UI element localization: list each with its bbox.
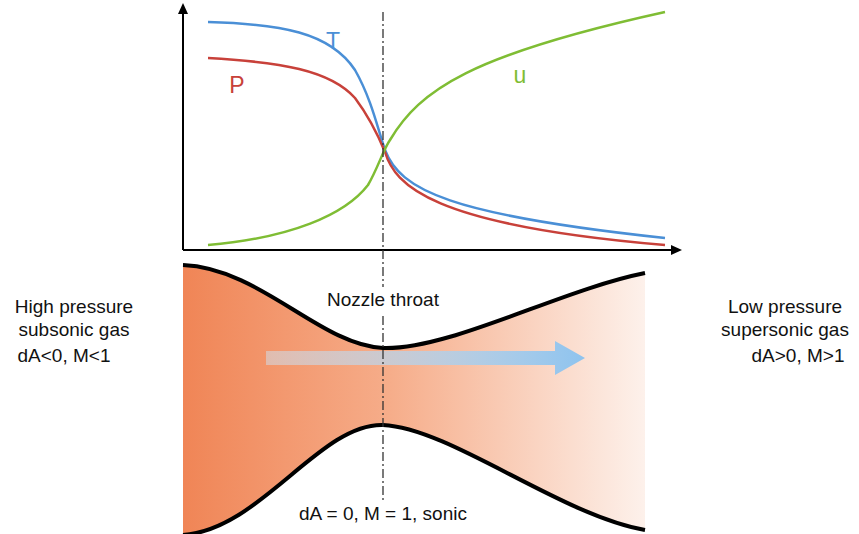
inlet-label: High pressure subsonic gas <box>4 296 144 342</box>
throat-line <box>382 316 383 500</box>
throat-label: Nozzle throat <box>327 289 439 312</box>
outlet-label: Low pressure supersonic gas <box>715 296 855 342</box>
nozzle-wall <box>183 425 645 534</box>
outlet-condition: dA>0, M>1 <box>752 345 845 368</box>
velocity-curve <box>208 12 665 245</box>
axis-arrowhead <box>178 3 188 14</box>
nozzle-body <box>183 265 645 534</box>
axis-arrowhead <box>671 245 682 255</box>
inlet-condition: dA<0, M<1 <box>18 345 111 368</box>
pressure-curve <box>208 58 665 245</box>
curve-label: T <box>326 28 340 56</box>
x-axis <box>183 249 672 251</box>
curve-label: P <box>229 72 244 100</box>
temperature-curve <box>208 22 665 238</box>
flow-arrow <box>266 341 585 375</box>
throat-condition: dA = 0, M = 1, sonic <box>299 503 467 526</box>
curve-label: u <box>514 62 527 90</box>
nozzle-wall <box>183 265 645 348</box>
y-axis <box>182 12 184 250</box>
throat-line <box>382 12 383 287</box>
